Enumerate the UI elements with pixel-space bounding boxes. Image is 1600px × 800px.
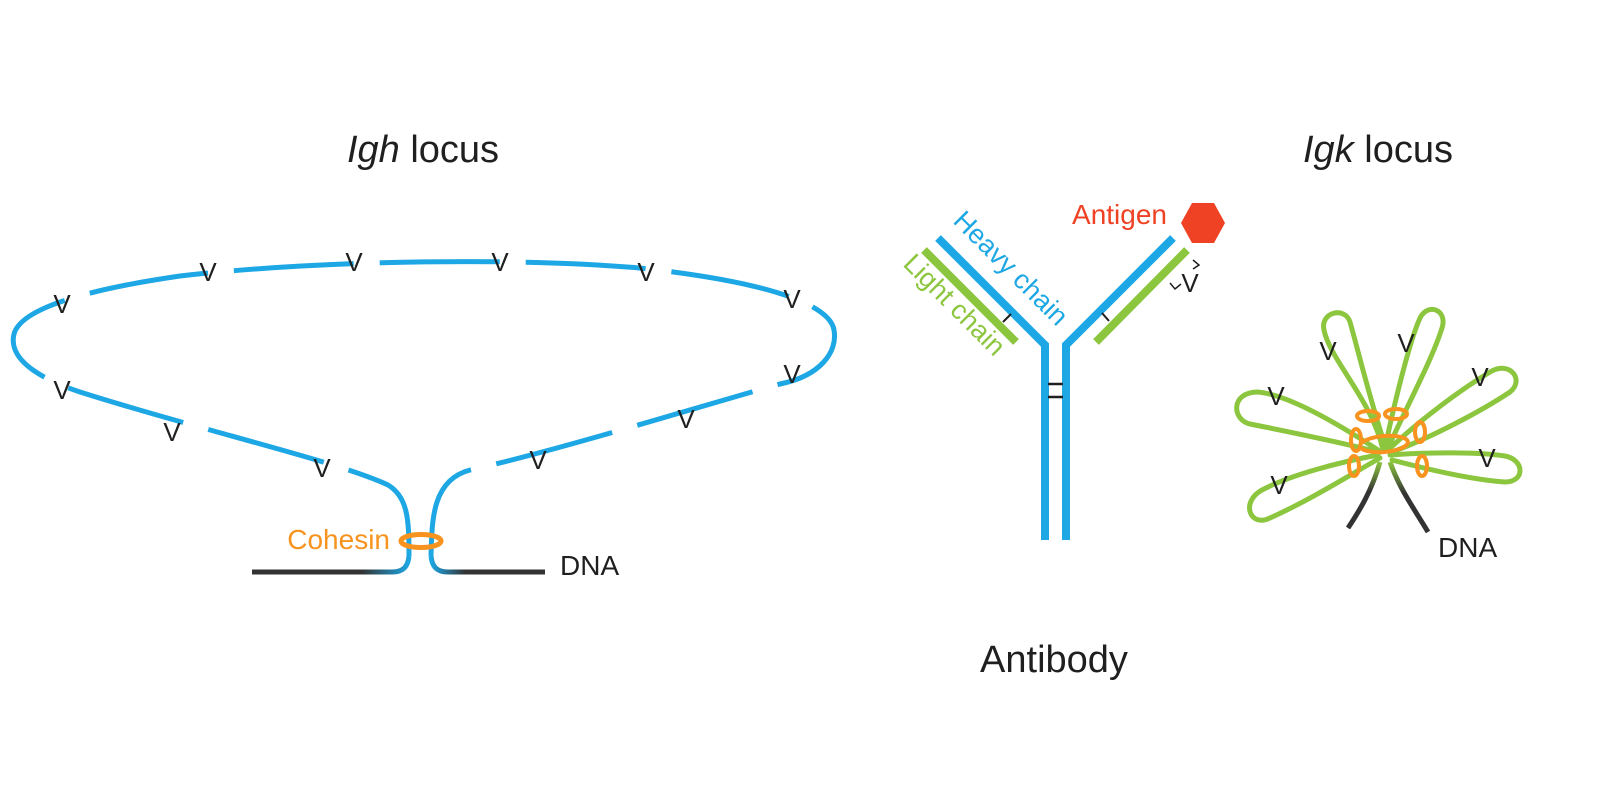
- igh-v-label: V: [677, 404, 695, 434]
- igh-title-rest: locus: [400, 129, 499, 171]
- igk-v-label: V: [1397, 328, 1415, 358]
- igk-cohesin-ring: [1415, 454, 1429, 478]
- igk-cohesin-ring: [1383, 407, 1409, 421]
- igh-v-label: V: [345, 247, 363, 277]
- igk-title: Igk locus: [1303, 129, 1453, 171]
- igh-v-label: V: [491, 247, 509, 277]
- igh-v-label: V: [783, 359, 801, 389]
- igh-v-label: V: [53, 289, 71, 319]
- v-region-bracket-icon: [1169, 282, 1182, 291]
- disulfide-bond: [1101, 312, 1110, 322]
- igk-loop: [1387, 450, 1523, 485]
- igk-cohesin-ring: [1349, 427, 1363, 453]
- disulfide-bond: [1002, 313, 1012, 323]
- igh-dna-right: [428, 555, 545, 575]
- igh-v-segments: V V V V V V V V V V V V: [53, 247, 801, 483]
- igk-loop: [1321, 310, 1388, 453]
- igk-v-label: V: [1471, 362, 1489, 392]
- igh-v-label: V: [199, 257, 217, 287]
- igk-cohesin-ring: [1413, 420, 1427, 444]
- igh-v-label: V: [529, 445, 547, 475]
- igh-title: Igh locus: [347, 129, 499, 171]
- antibody: Heavy chain Light chain Antigen V Antibo…: [898, 199, 1225, 681]
- igk-dna-label: DNA: [1438, 532, 1497, 563]
- heavy-chain-right: [1062, 235, 1176, 540]
- igk-loop: [1382, 306, 1446, 451]
- igh-dna-left: [252, 555, 412, 575]
- igh-v-label: V: [53, 375, 71, 405]
- igk-v-label: V: [1319, 336, 1337, 366]
- igk-loop: [1385, 365, 1519, 455]
- igk-cohesin-rings: [1347, 407, 1429, 478]
- heavy-chain-left: [935, 235, 1049, 540]
- igh-cohesin-ring: [398, 532, 444, 550]
- igh-cohesin-label: Cohesin: [287, 524, 390, 555]
- igh-locus: Igh locus V V V V V V V V V V V V Cohesi…: [10, 129, 838, 581]
- igh-v-label: V: [783, 284, 801, 314]
- igh-dna-label: DNA: [560, 550, 619, 581]
- light-chain-left: [921, 247, 1019, 345]
- igk-loop: [1247, 452, 1383, 523]
- igh-v-label: V: [637, 257, 655, 287]
- igk-cohesin-ring: [1355, 409, 1381, 423]
- igk-v-label: V: [1267, 381, 1285, 411]
- igk-v-label: V: [1478, 443, 1496, 473]
- igk-loops: [1234, 306, 1523, 523]
- igk-dna-left: [1345, 461, 1383, 530]
- igk-title-rest: locus: [1354, 129, 1453, 171]
- igh-v-label: V: [313, 453, 331, 483]
- v-region-bracket-icon: [1192, 259, 1201, 270]
- igk-cohesin-ring: [1347, 454, 1361, 478]
- antibody-v-label: V: [1181, 268, 1199, 298]
- igh-title-gene: Igh: [347, 129, 400, 171]
- antibody-title: Antibody: [980, 639, 1128, 681]
- light-chain-right: [1093, 247, 1190, 345]
- igk-v-segments: V V V V V V: [1267, 328, 1496, 500]
- igk-locus: Igk locus V V V V V: [1234, 129, 1523, 563]
- antigen-label: Antigen: [1072, 199, 1167, 230]
- igk-dna-right: [1387, 461, 1431, 534]
- igk-title-gene: Igk: [1303, 129, 1356, 171]
- igh-loop: [10, 259, 838, 557]
- igh-v-label: V: [163, 417, 181, 447]
- antigen-shape: [1181, 203, 1225, 243]
- igk-v-label: V: [1270, 470, 1288, 500]
- igk-loop: [1234, 389, 1381, 455]
